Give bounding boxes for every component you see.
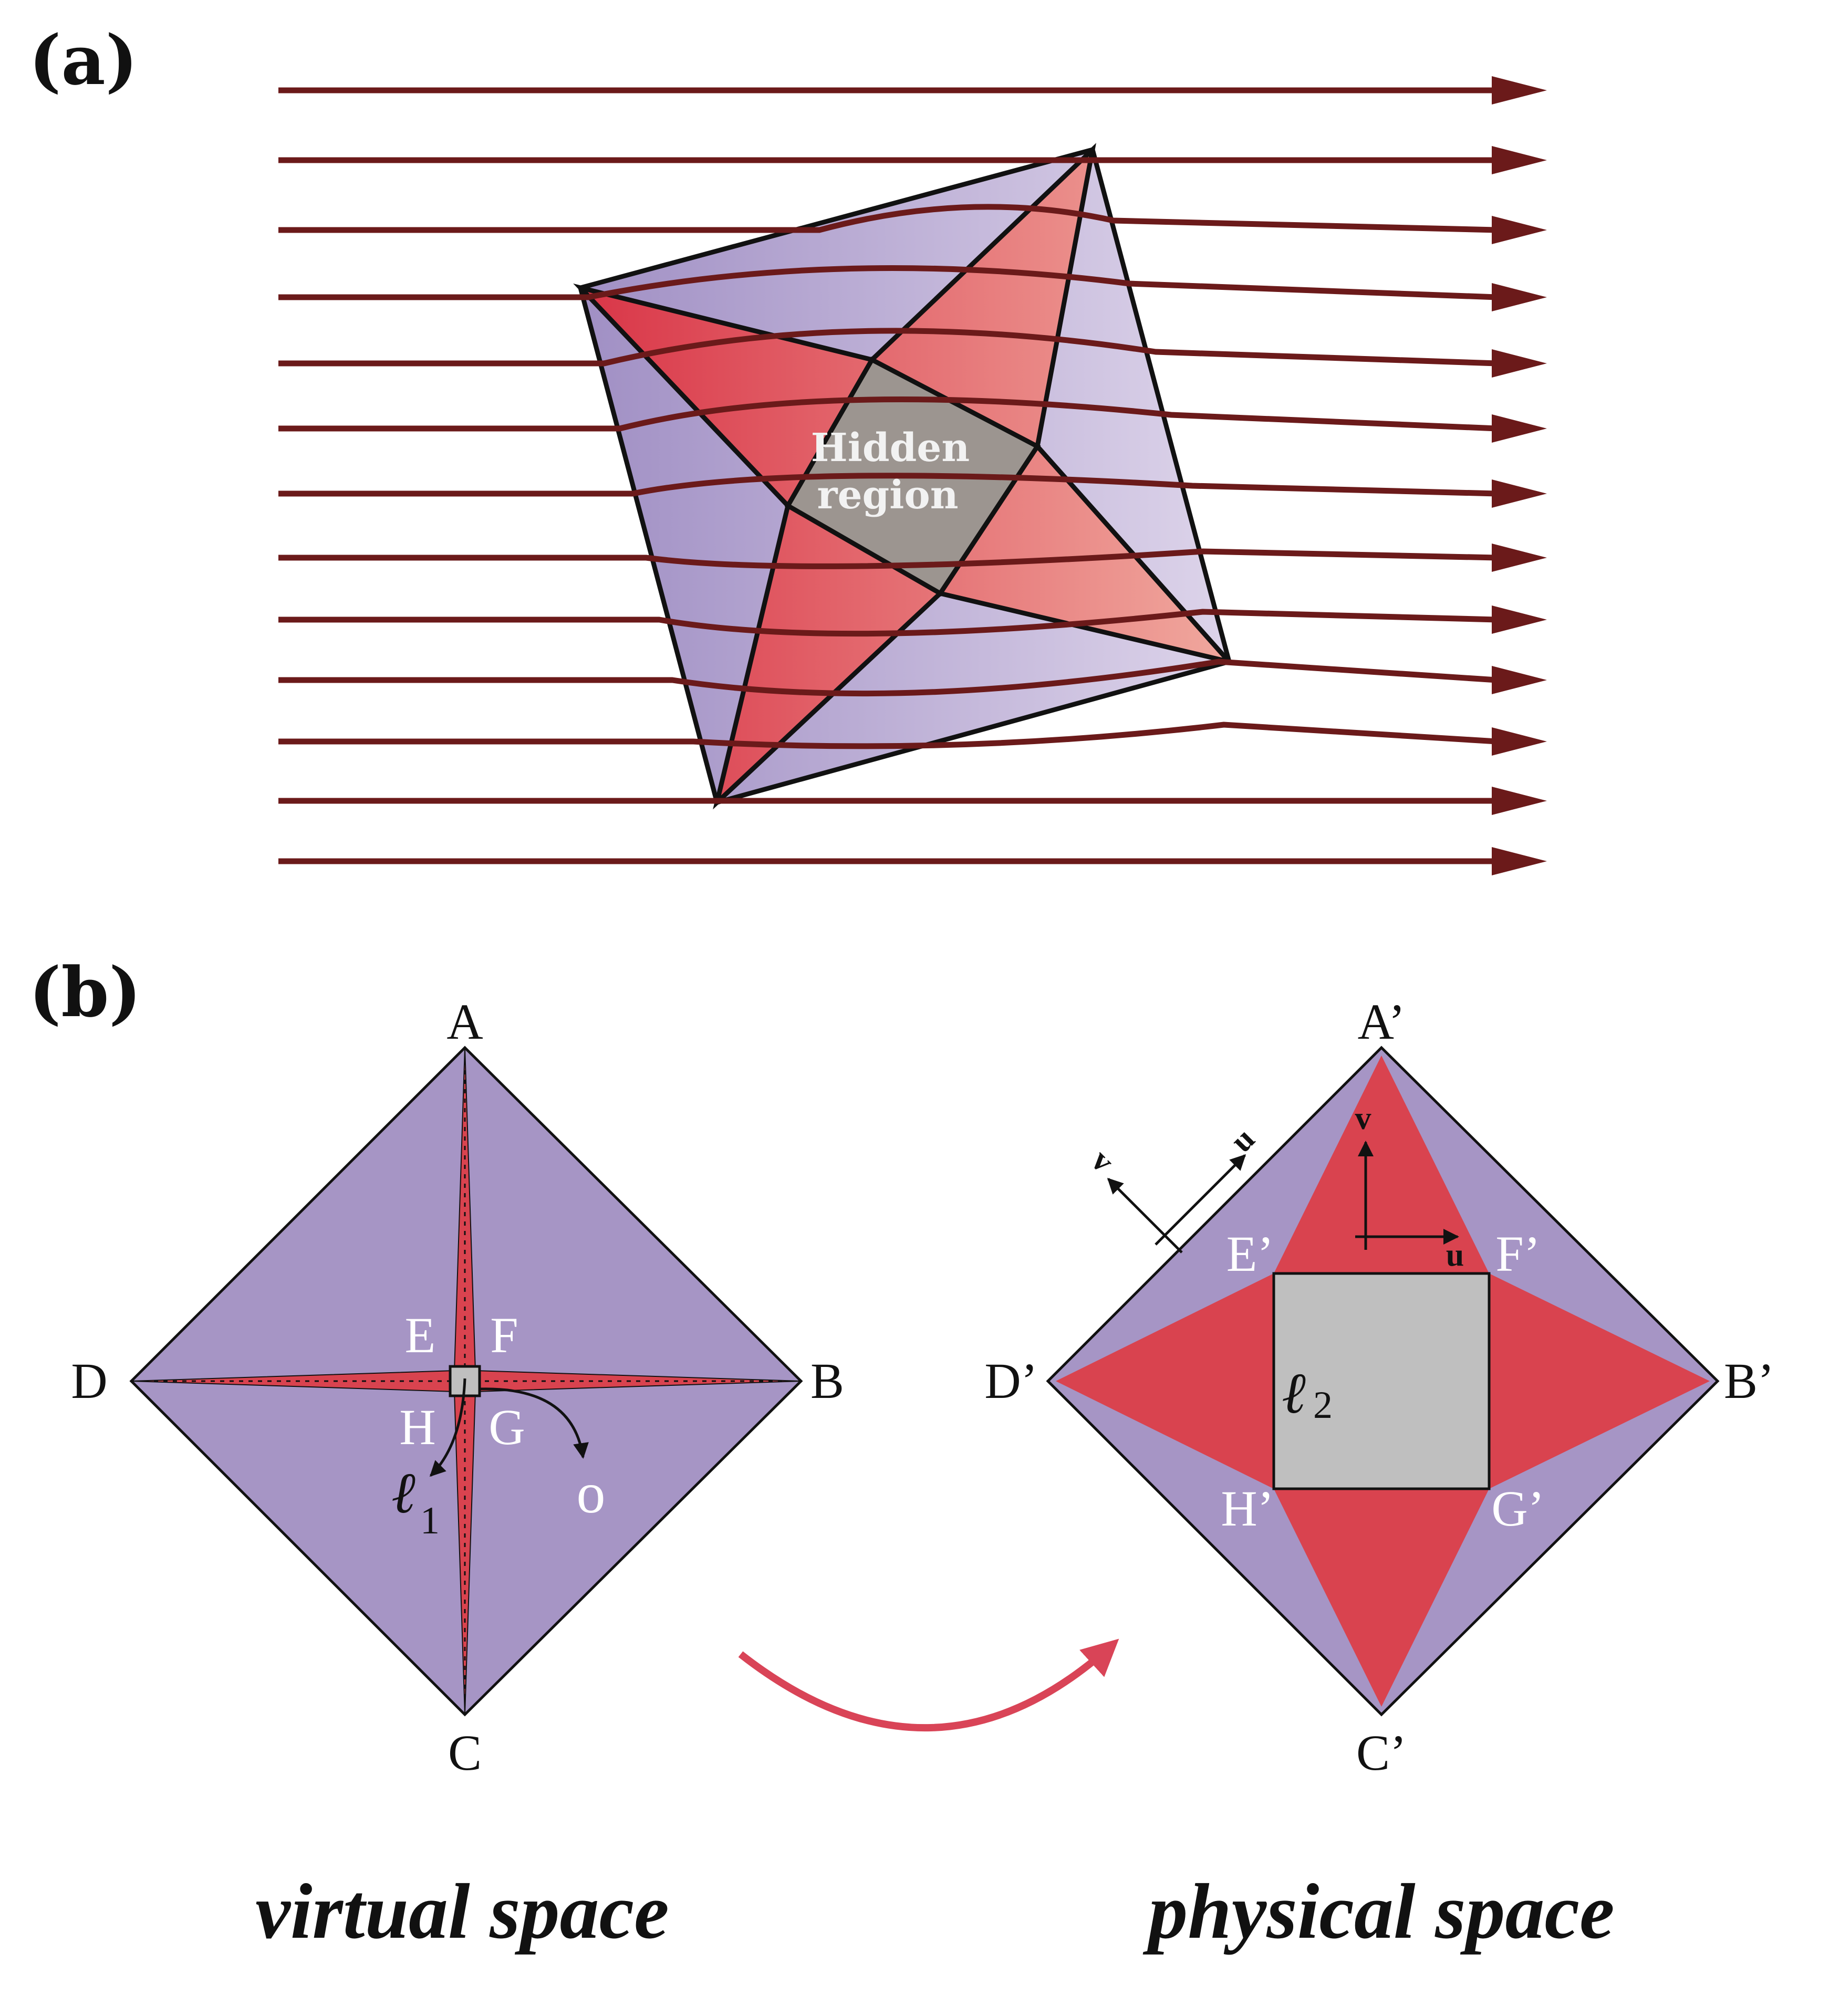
- label-A-prime: A’: [1358, 994, 1406, 1050]
- ray-3: [278, 204, 1498, 233]
- label-ell-1: ℓ: [391, 1461, 415, 1525]
- axis-v-inner: v: [1355, 1101, 1371, 1136]
- hidden-region-label-line1: Hidden: [811, 425, 970, 471]
- local-axes-inner: [1355, 1141, 1459, 1250]
- label-E: E: [405, 1307, 436, 1363]
- label-ell-2-sub: 2: [1313, 1384, 1333, 1427]
- hidden-region-label-line2: region: [817, 473, 958, 518]
- ray-9: [278, 609, 1498, 637]
- label-F: F: [490, 1307, 518, 1363]
- virtual-o-arrow: [479, 1387, 589, 1459]
- panel-b-label: (b): [29, 952, 141, 1032]
- physical-core-square: [1272, 1272, 1491, 1490]
- ray-6: [278, 396, 1498, 432]
- virtual-ell1-arrow: [429, 1378, 466, 1477]
- label-ell-1-sub: 1: [420, 1499, 440, 1542]
- label-B-prime: B’: [1724, 1353, 1774, 1409]
- label-H: H: [399, 1399, 435, 1455]
- ray-5: [278, 328, 1498, 367]
- axis-u-inner: u: [1446, 1237, 1464, 1273]
- axis-u-outer: u: [1224, 1121, 1262, 1159]
- physical-space-title: physical space: [1142, 1868, 1614, 1955]
- label-o: o: [577, 1461, 606, 1525]
- mapping-arrow: [738, 1638, 1119, 1731]
- ray-7: [278, 473, 1498, 497]
- label-ell-2: ℓ: [1282, 1361, 1306, 1425]
- ray-10: [278, 659, 1498, 697]
- label-D-prime: D’: [984, 1353, 1037, 1409]
- physical-space-diagram: [1046, 1046, 1720, 1717]
- panel-a-label: (a): [29, 20, 138, 100]
- label-A: A: [446, 994, 483, 1050]
- axis-v-outer: v: [1084, 1143, 1121, 1179]
- virtual-space-title: virtual space: [255, 1868, 669, 1955]
- light-rays: [278, 87, 1498, 864]
- label-E-prime: E’: [1226, 1226, 1274, 1282]
- label-D: D: [71, 1353, 107, 1409]
- ray-arrowheads: [1492, 76, 1547, 875]
- label-G: G: [488, 1399, 525, 1455]
- label-C-prime: C’: [1356, 1725, 1407, 1781]
- label-G-prime: G’: [1491, 1480, 1544, 1537]
- ray-11: [278, 722, 1498, 749]
- label-B: B: [810, 1353, 844, 1409]
- label-H-prime: H’: [1221, 1480, 1274, 1537]
- virtual-space-diagram: [129, 1046, 803, 1717]
- ray-4: [278, 265, 1498, 300]
- label-C: C: [448, 1725, 482, 1781]
- local-axes-outer: [1107, 1154, 1246, 1254]
- ray-8: [278, 548, 1498, 569]
- cloak-diagonals: [580, 149, 1230, 803]
- label-F-prime: F’: [1495, 1226, 1540, 1282]
